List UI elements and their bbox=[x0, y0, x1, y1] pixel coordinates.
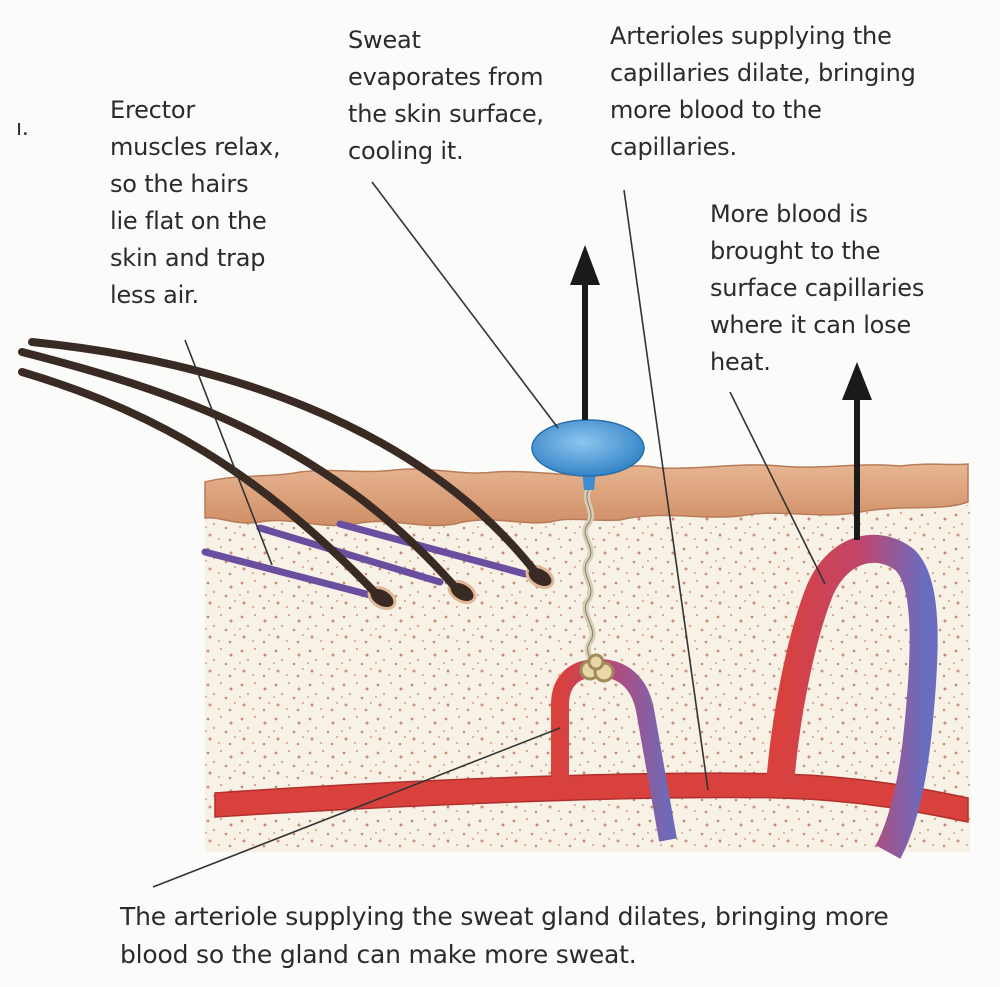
leader-sweat bbox=[372, 182, 558, 428]
sweat-evaporation-label: Sweat evaporates from the skin surface, … bbox=[348, 22, 544, 170]
margin-text-fragment: ı. bbox=[16, 110, 29, 147]
sweat-gland-label: The arteriole supplying the sweat gland … bbox=[120, 898, 889, 974]
evaporation-arrow bbox=[570, 245, 600, 420]
more-blood-label: More blood is brought to the surface cap… bbox=[710, 196, 924, 381]
erector-muscles-label: Erector muscles relax, so the hairs lie … bbox=[110, 92, 280, 314]
arterioles-dilate-label: Arterioles supplying the capillaries dil… bbox=[610, 18, 916, 166]
